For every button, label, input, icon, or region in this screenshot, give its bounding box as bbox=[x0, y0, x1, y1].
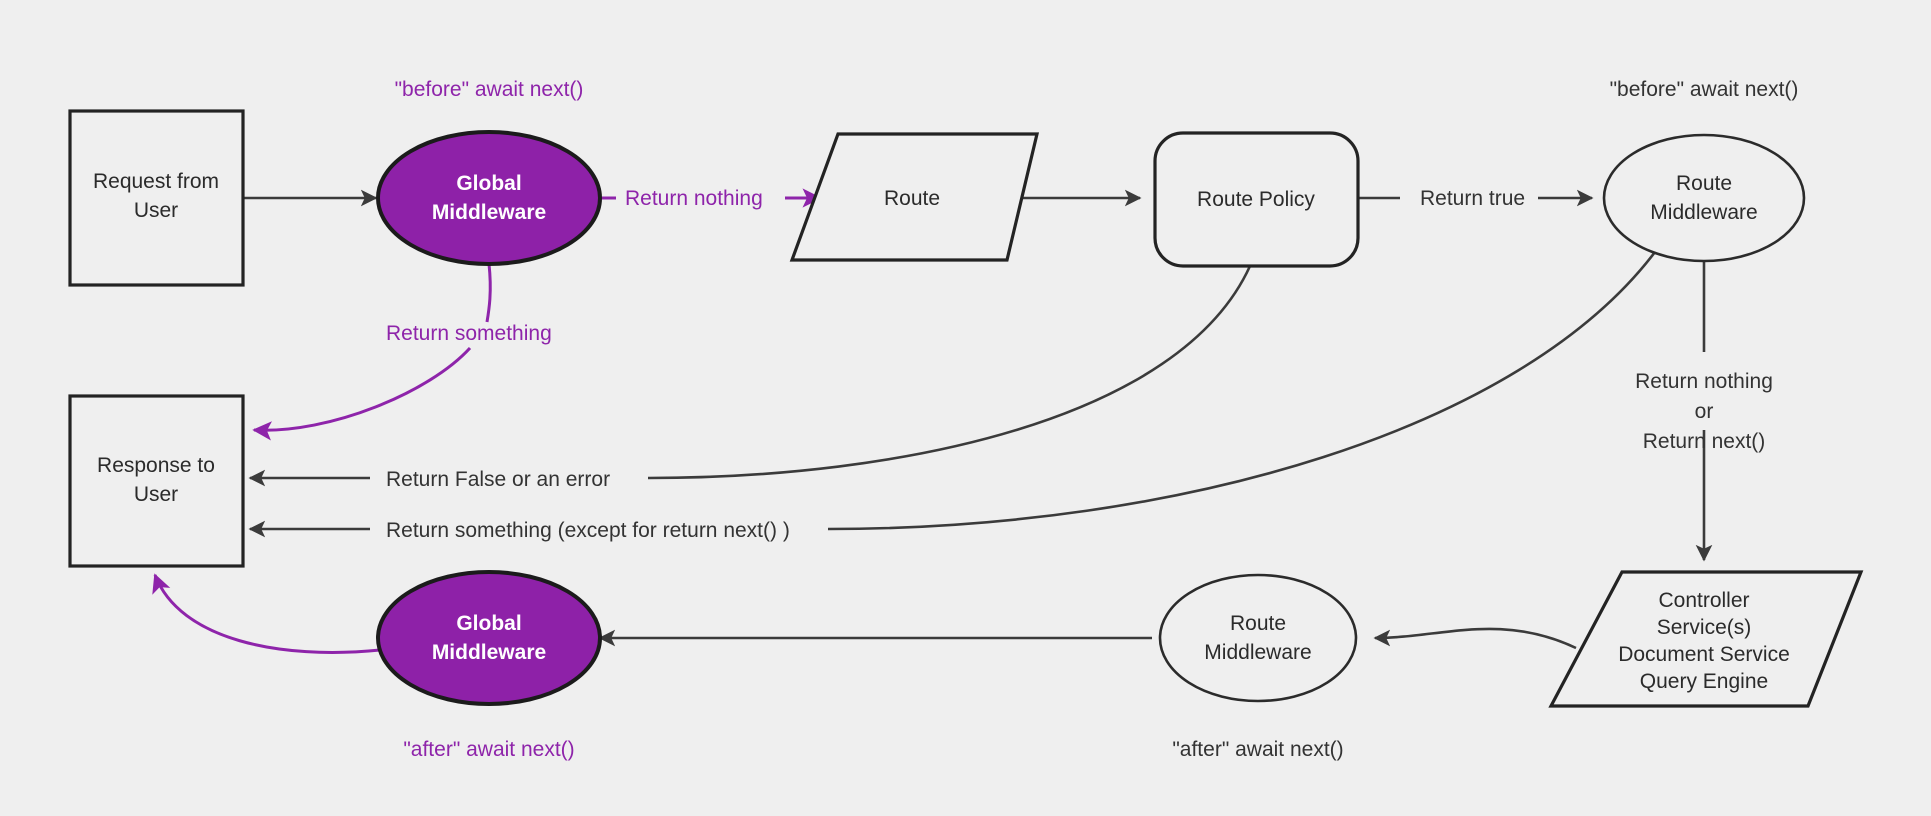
node-controller-services[interactable]: Controller Service(s) Document Service Q… bbox=[1548, 570, 1864, 708]
node-global-middleware-before-line-1: Middleware bbox=[432, 201, 546, 224]
annotation-after-await-next-global: "after" await next() bbox=[403, 738, 574, 761]
annotation-before-await-next-global: "before" await next() bbox=[395, 78, 584, 101]
node-route[interactable]: Route bbox=[789, 132, 1040, 262]
annotation-before-await-next-route-middleware: "before" await next() bbox=[1610, 78, 1799, 101]
edge-label-return-nothing-or-next: Return nothing or Return next() bbox=[1635, 370, 1773, 453]
node-route-middleware-before-line-0: Route bbox=[1676, 172, 1732, 195]
edge-global-middleware-return-something bbox=[252, 263, 492, 441]
edge-label-return-nothing-or-next-line-2: Return next() bbox=[1643, 430, 1766, 453]
node-response-to-user-line-0: Response to bbox=[97, 454, 215, 477]
node-route-label: Route bbox=[884, 187, 940, 210]
node-request-from-user-line-1: User bbox=[134, 199, 178, 222]
node-request-from-user[interactable]: Request from User bbox=[68, 109, 245, 287]
node-route-middleware-after-line-0: Route bbox=[1230, 612, 1286, 635]
edge-label-return-something-except: Return something (except for return next… bbox=[386, 519, 790, 542]
edge-label-return-nothing: Return nothing bbox=[625, 187, 763, 210]
edge-controller-to-route-middleware-after bbox=[1373, 627, 1577, 650]
annotation-after-await-next-route-middleware: "after" await next() bbox=[1172, 738, 1343, 761]
node-global-middleware-before[interactable]: Global Middleware bbox=[376, 130, 602, 266]
edge-label-return-something: Return something bbox=[386, 322, 552, 345]
edge-label-return-nothing-or-next-line-0: Return nothing bbox=[1635, 370, 1773, 393]
node-request-from-user-line-0: Request from bbox=[93, 170, 219, 193]
edge-label-return-true: Return true bbox=[1420, 187, 1525, 210]
node-controller-services-line-0: Controller bbox=[1658, 589, 1749, 612]
node-route-middleware-before[interactable]: Route Middleware bbox=[1602, 133, 1806, 263]
edge-global-middleware-after-to-response bbox=[152, 573, 381, 654]
node-route-policy-label: Route Policy bbox=[1197, 188, 1315, 211]
node-controller-services-line-2: Document Service bbox=[1618, 643, 1790, 666]
node-global-middleware-after[interactable]: Global Middleware bbox=[376, 570, 602, 706]
node-global-middleware-after-line-1: Middleware bbox=[432, 641, 546, 664]
node-global-middleware-after-line-0: Global bbox=[456, 612, 521, 635]
node-route-policy[interactable]: Route Policy bbox=[1153, 131, 1360, 268]
node-route-middleware-after[interactable]: Route Middleware bbox=[1158, 573, 1358, 703]
edge-route-middleware-to-response bbox=[248, 251, 1657, 538]
node-response-to-user[interactable]: Response to User bbox=[68, 394, 245, 568]
node-controller-services-line-1: Service(s) bbox=[1657, 616, 1752, 639]
edge-label-return-false-or-error: Return False or an error bbox=[386, 468, 610, 491]
node-response-to-user-line-1: User bbox=[134, 483, 178, 506]
edge-label-return-nothing-or-next-line-1: or bbox=[1695, 400, 1714, 423]
node-controller-services-line-3: Query Engine bbox=[1640, 670, 1768, 693]
node-route-middleware-before-line-1: Middleware bbox=[1650, 201, 1757, 224]
edge-route-policy-to-response bbox=[248, 265, 1252, 487]
node-global-middleware-before-line-0: Global bbox=[456, 172, 521, 195]
node-route-middleware-after-line-1: Middleware bbox=[1204, 641, 1311, 664]
